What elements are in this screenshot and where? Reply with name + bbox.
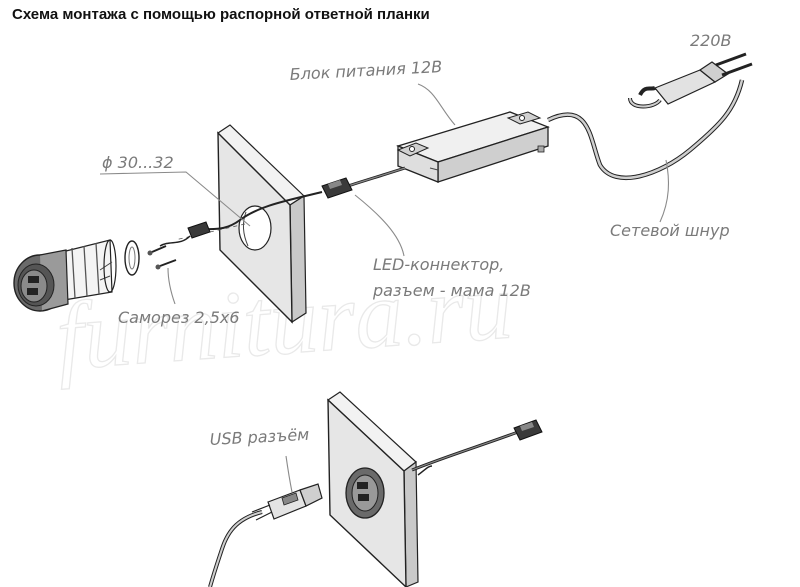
wall-panel-top — [217, 124, 307, 324]
label-power-supply: Блок питания 12В — [289, 57, 442, 84]
label-diameter: ϕ 30...32 — [102, 153, 174, 172]
label-led-connector-2: разъем - мама 12В — [372, 281, 531, 300]
leader-diameter — [99, 171, 251, 227]
usb-socket-installed — [345, 467, 385, 519]
expansion-spring-ring — [124, 240, 140, 276]
label-screw: Саморез 2,5х6 — [118, 308, 240, 327]
label-usb: USB разъём — [209, 425, 309, 449]
mounting-hole — [238, 205, 272, 251]
label-led-connector-1: LED-коннектор, — [373, 255, 504, 274]
leader-usb — [285, 455, 293, 493]
small-connector — [187, 221, 211, 239]
usb-cable — [208, 510, 263, 587]
leader-led-connector — [354, 194, 405, 257]
leader-power-cord — [659, 159, 669, 223]
page-title: Схема монтажа с помощью распорной ответн… — [12, 6, 430, 23]
leader-power-supply — [417, 83, 456, 126]
usb-plug — [251, 483, 323, 521]
leader-screw — [167, 267, 176, 305]
expansion-sleeve — [61, 239, 117, 301]
label-power-cord: Сетевой шнур — [610, 221, 730, 240]
screw — [147, 245, 177, 270]
power-supply-block — [396, 111, 550, 183]
label-voltage: 220В — [690, 31, 732, 50]
usb-socket-device — [13, 249, 69, 312]
power-plug-220v — [628, 52, 753, 109]
led-connector-bottom — [513, 419, 543, 441]
led-connector-female — [321, 177, 353, 199]
